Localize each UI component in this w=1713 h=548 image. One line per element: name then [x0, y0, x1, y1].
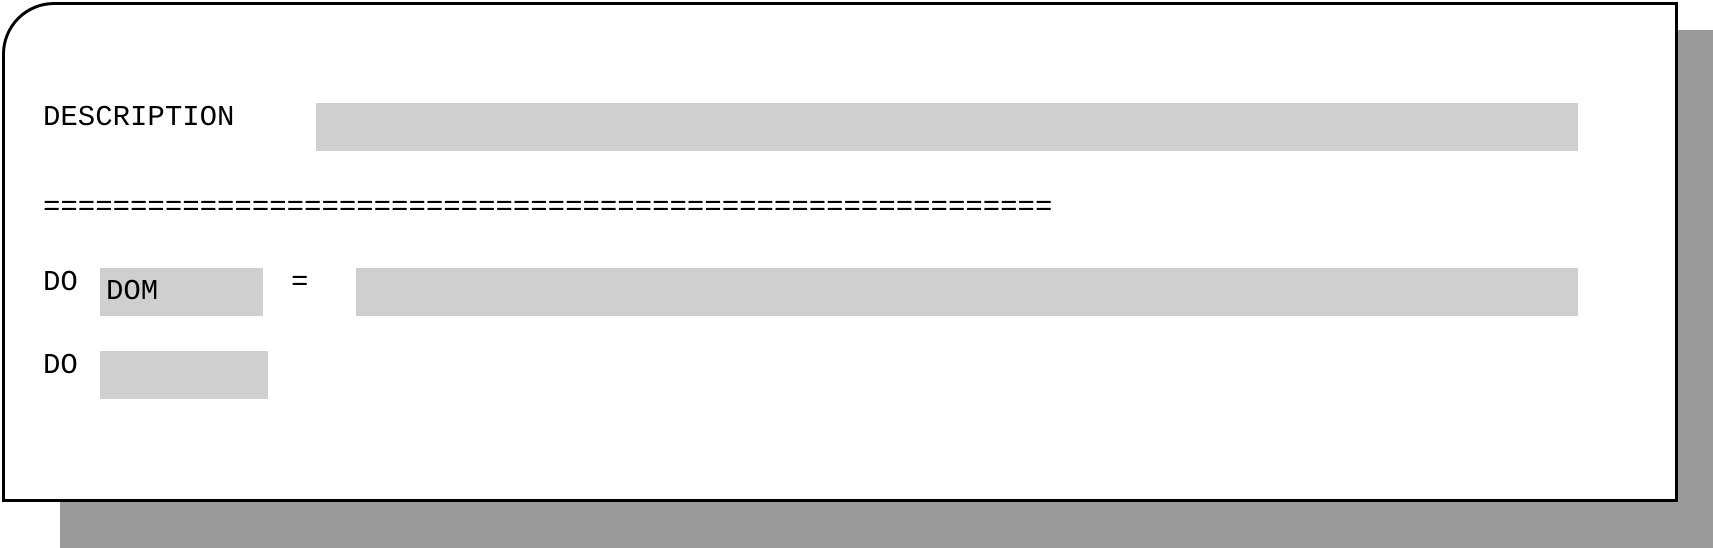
row1-value-input[interactable]	[356, 268, 1578, 316]
row2-prefix-label: DO	[43, 349, 78, 382]
row1-domain-input[interactable]: DOM	[100, 268, 263, 316]
description-label: DESCRIPTION	[43, 101, 235, 134]
row2-domain-input[interactable]	[100, 351, 268, 399]
description-input[interactable]	[316, 103, 1578, 151]
row1-equals-label: =	[291, 266, 309, 299]
form-panel: DESCRIPTION ============================…	[2, 2, 1678, 502]
separator-line: ========================================…	[43, 193, 1053, 223]
row1-prefix-label: DO	[43, 266, 78, 299]
